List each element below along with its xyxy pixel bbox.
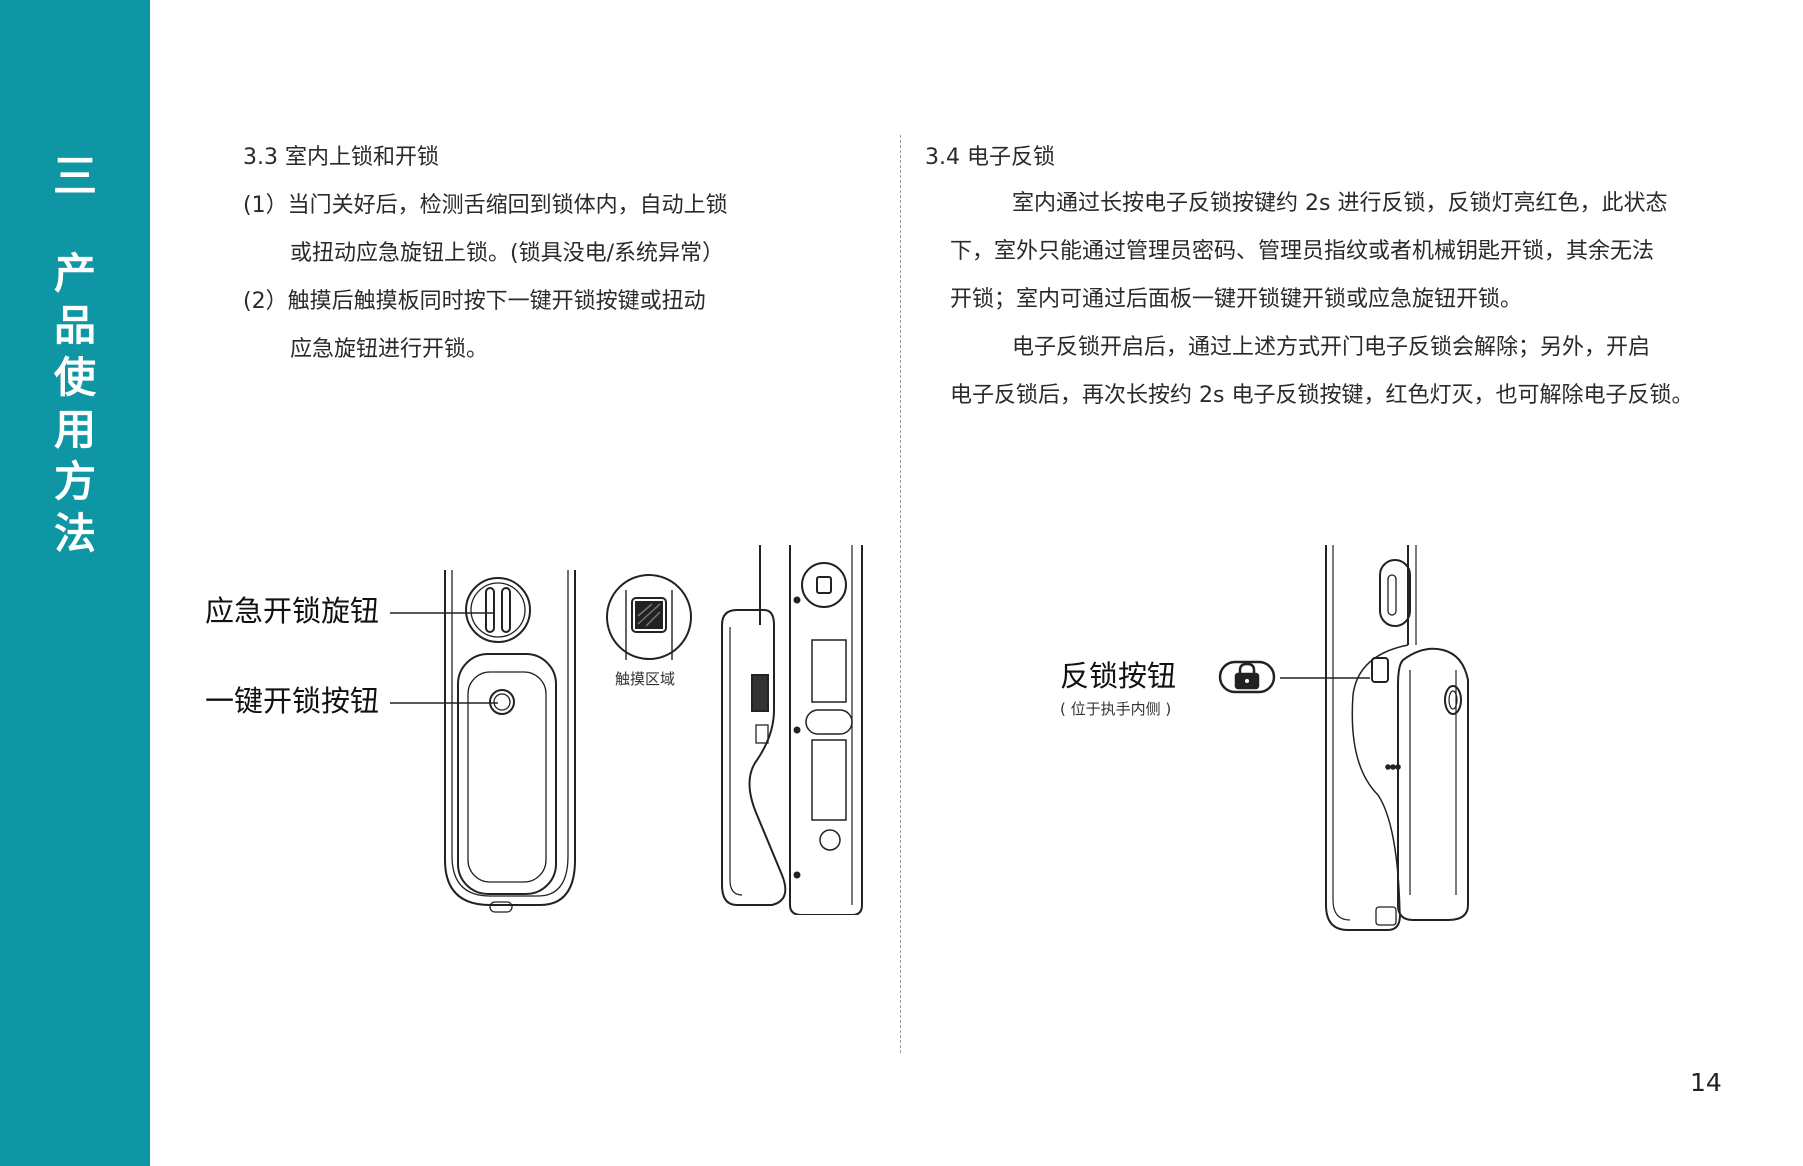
handle-side-illustration [721,545,863,915]
touch-area-label: 触摸区域 [615,670,676,688]
touch-area-icon [606,574,692,660]
section-3-3-heading: 3.3 室内上锁和开锁 [243,145,439,170]
chapter-sidebar: 三 产 品 使 用 方 法 [0,0,150,1166]
callout-lines-left [390,612,498,704]
chapter-title: 产 品 使 用 方 法 [0,248,150,560]
one-key-unlock-label: 一键开锁按钮 [205,684,380,718]
section-3-4-line: 下，室外只能通过管理员密码、管理员指纹或者机械钥匙开锁，其余无法 [950,239,1655,264]
section-3-4-heading: 3.4 电子反锁 [925,145,1055,170]
section-3-4-line: 室内通过长按电子反锁按键约 2s 进行反锁，反锁灯亮红色，此状态 [1012,191,1668,216]
handle-front-illustration [444,570,576,913]
emergency-knob-label: 应急开锁旋钮 [205,594,380,628]
section-3-4-line: 开锁；室内可通过后面板一键开锁键开锁或应急旋钮开锁。 [950,287,1523,312]
lock-icon [1218,660,1276,694]
section-3-3-line: (1）当门关好后，检测舌缩回到锁体内，自动上锁 [243,193,728,218]
chapter-title-char: 方 [53,457,96,506]
section-3-4-line: 电子反锁开启后，通过上述方式开门电子反锁会解除；另外，开启 [1012,335,1651,360]
chapter-title-char: 法 [53,509,96,558]
chapter-title-char: 用 [53,405,96,454]
chapter-title-char: 产 [53,249,96,298]
section-3-4-line: 电子反锁后，再次长按约 2s 电子反锁按键，红色灯灭，也可解除电子反锁。 [950,383,1694,408]
chapter-title-char: 品 [53,301,96,350]
section-3-3-line: 或扭动应急旋钮上锁。(锁具没电/系统异常） [290,241,724,266]
section-3-3-line: 应急旋钮进行开锁。 [290,337,489,362]
lock-button-note: ( 位于执手内侧 ) [1060,700,1172,718]
electronic-lock-illustration [1325,545,1469,931]
lock-button-label: 反锁按钮 [1060,659,1177,693]
page-number: 14 [1690,1068,1722,1097]
chapter-number: 三 [53,151,97,202]
chapter-title-char: 使 [53,353,96,402]
section-3-3-line: (2）触摸后触摸板同时按下一键开锁按键或扭动 [243,289,706,314]
column-divider [900,135,901,1053]
